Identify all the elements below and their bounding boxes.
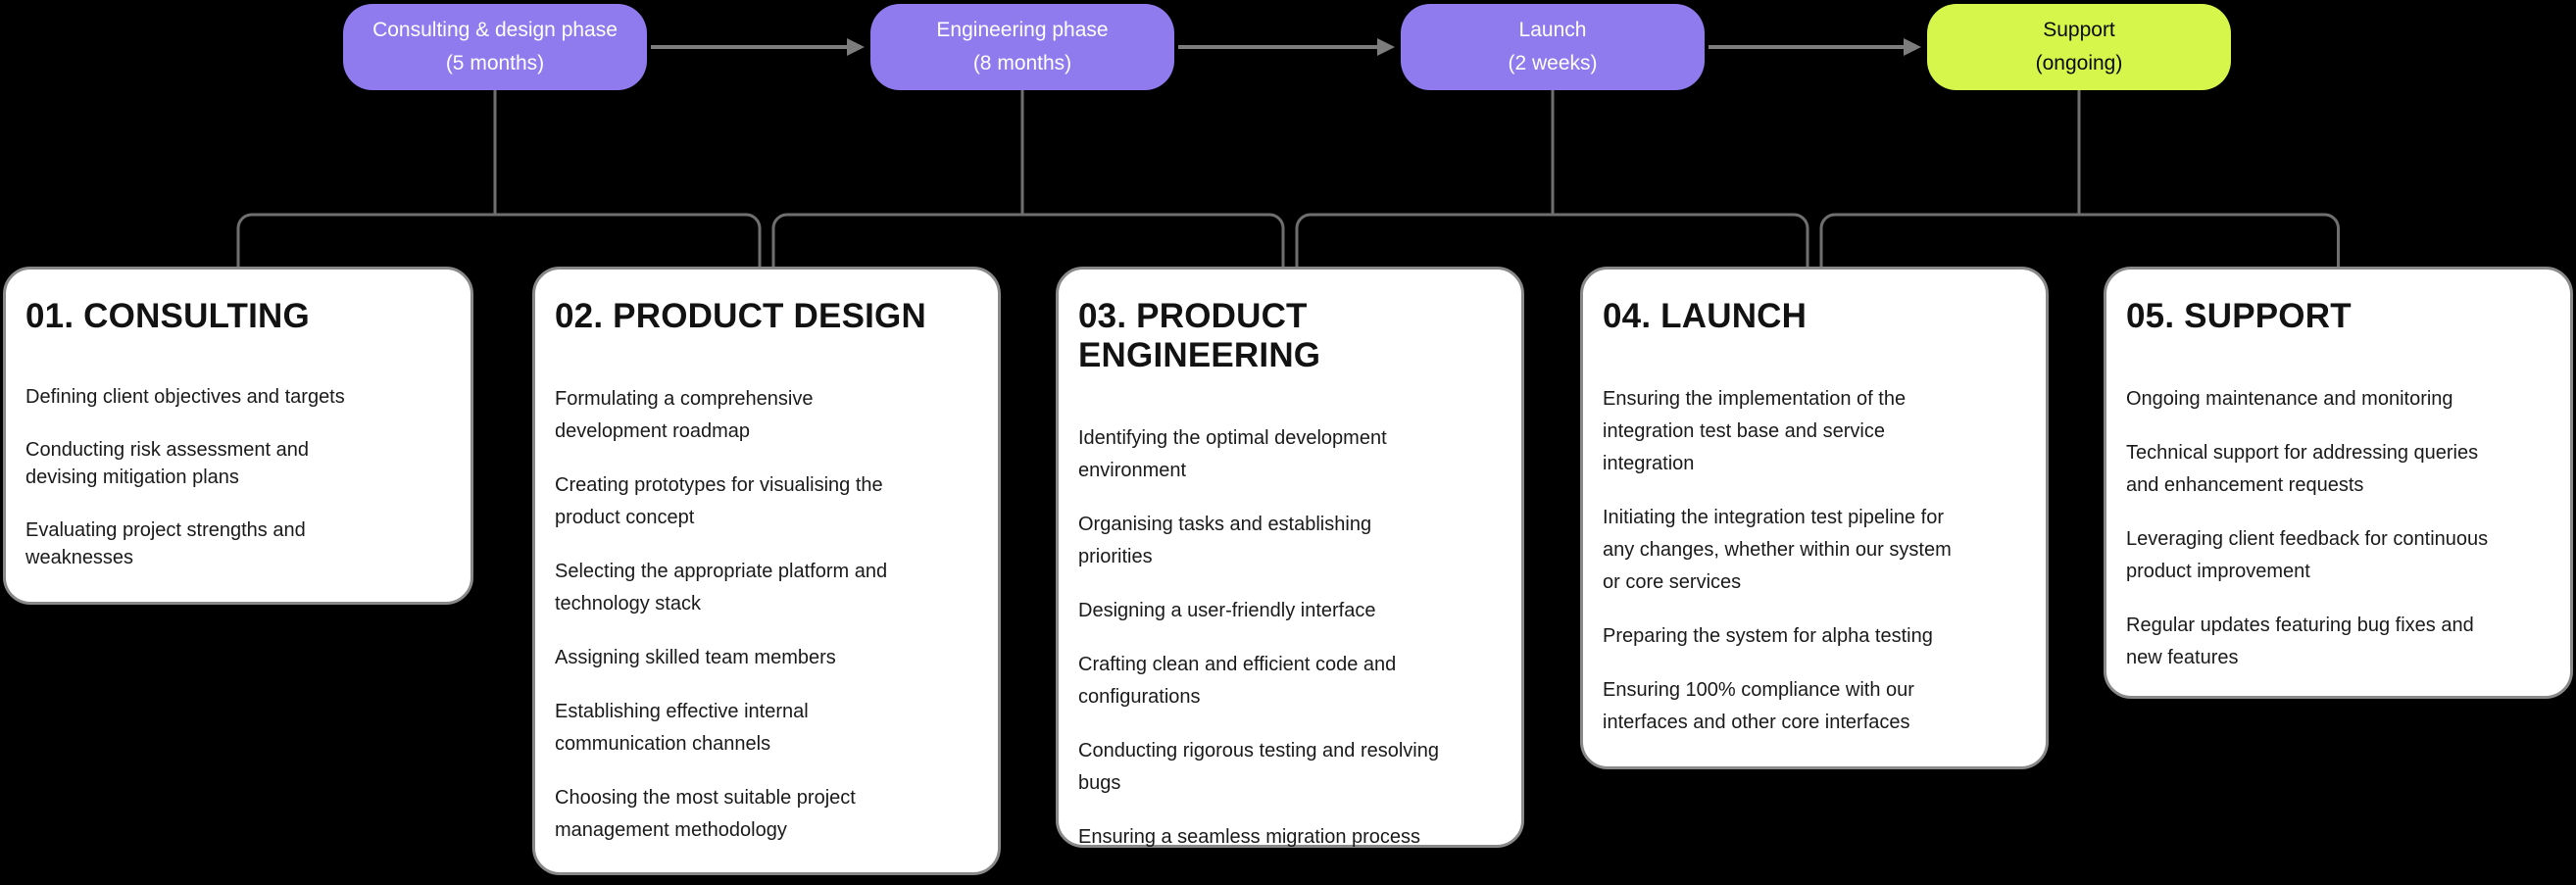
phase-arrowhead — [1904, 38, 1921, 56]
stage-card-item: Defining client objectives and targets — [25, 386, 345, 408]
stage-card-item: Initiating the integration test pipeline… — [1603, 507, 1952, 593]
stage-card-item: Leveraging client feedback for continuou… — [2126, 528, 2489, 582]
stage-card-item: Organising tasks and establishing priori… — [1078, 514, 1372, 567]
stage-card-item: Preparing the system for alpha testing — [1603, 625, 1933, 647]
phase-pill-label: Support — [2043, 19, 2115, 41]
bracket-connector — [1819, 213, 2340, 267]
stage-card-03: 03. PRODUCT ENGINEERING Identifying the o… — [1056, 267, 1524, 848]
stage-card-item: Ensuring a seamless migration process — [1078, 826, 1421, 848]
stage-card-item: Conducting rigorous testing and resolvin… — [1078, 740, 1439, 794]
stage-card-title: 03. PRODUCT ENGINEERING — [1078, 297, 1321, 374]
stage-card-items: Ensuring the implementation of the integ… — [1603, 383, 2026, 739]
stage-card-item: Ensuring 100% compliance with our interf… — [1603, 679, 1914, 733]
stage-card-item: Selecting the appropriate platform and t… — [555, 561, 888, 615]
phase-pill-duration: (8 months) — [972, 52, 1072, 74]
bracket-connector — [771, 213, 1285, 267]
stage-card-title: 04. LAUNCH — [1603, 297, 1808, 335]
stage-card-item: Creating prototypes for visualising the … — [555, 474, 883, 528]
stage-card-item: Assigning skilled team members — [555, 647, 836, 668]
phase-pill-4: Support (ongoing) — [1927, 4, 2231, 90]
stage-card-item: Crafting clean and efficient code and co… — [1078, 654, 1397, 708]
stage-card-items: Identifying the optimal development envi… — [1078, 422, 1502, 854]
stage-card-items: Formulating a comprehensive development … — [555, 383, 978, 847]
stage-card-02: 02. PRODUCT DESIGN Formulating a comprehe… — [532, 267, 1001, 875]
phase-pill-label: Consulting & design phase — [372, 19, 618, 41]
stage-card-item: Choosing the most suitable project manag… — [555, 787, 856, 841]
stage-card-item: Designing a user-friendly interface — [1078, 600, 1376, 621]
stage-card-item: Regular updates featuring bug fixes and … — [2126, 615, 2474, 668]
phase-pill-duration: (ongoing) — [2035, 52, 2123, 74]
bracket-connector — [236, 213, 762, 267]
stage-card-title: 05. SUPPORT — [2126, 297, 2352, 335]
phase-arrowhead — [1377, 38, 1395, 56]
stage-card-item: Evaluating project strengths and weaknes… — [25, 519, 306, 568]
stage-card-item: Identifying the optimal development envi… — [1078, 427, 1387, 481]
stage-card-item: Ensuring the implementation of the integ… — [1603, 388, 1907, 474]
stage-card-item: Conducting risk assessment and devising … — [25, 439, 310, 488]
phase-pill-3: Launch (2 weeks) — [1401, 4, 1705, 90]
phase-pill-duration: (2 weeks) — [1508, 52, 1598, 74]
phase-pill-label: Launch — [1518, 19, 1587, 41]
stage-card-title: 02. PRODUCT DESIGN — [555, 297, 926, 335]
stage-card-item: Technical support for addressing queries… — [2126, 442, 2479, 496]
stage-card-04: 04. LAUNCH Ensuring the implementation of… — [1580, 267, 2049, 769]
stage-card-item: Establishing effective internal communic… — [555, 701, 809, 755]
stage-card-title: 01. CONSULTING — [25, 297, 310, 335]
stage-card-01: 01. CONSULTING Defining client objectives… — [3, 267, 473, 605]
phase-pill-label: Engineering phase — [936, 19, 1109, 41]
stage-card-item: Ongoing maintenance and monitoring — [2126, 388, 2453, 410]
phase-pill-2: Engineering phase (8 months) — [870, 4, 1174, 90]
stage-card-05: 05. SUPPORT Ongoing maintenance and monit… — [2104, 267, 2573, 699]
phase-pill-1: Consulting & design phase (5 months) — [343, 4, 647, 90]
phase-arrowhead — [847, 38, 865, 56]
bracket-connector — [1295, 213, 1809, 267]
phase-pill-duration: (5 months) — [445, 52, 545, 74]
stage-card-item: Formulating a comprehensive development … — [555, 388, 814, 442]
